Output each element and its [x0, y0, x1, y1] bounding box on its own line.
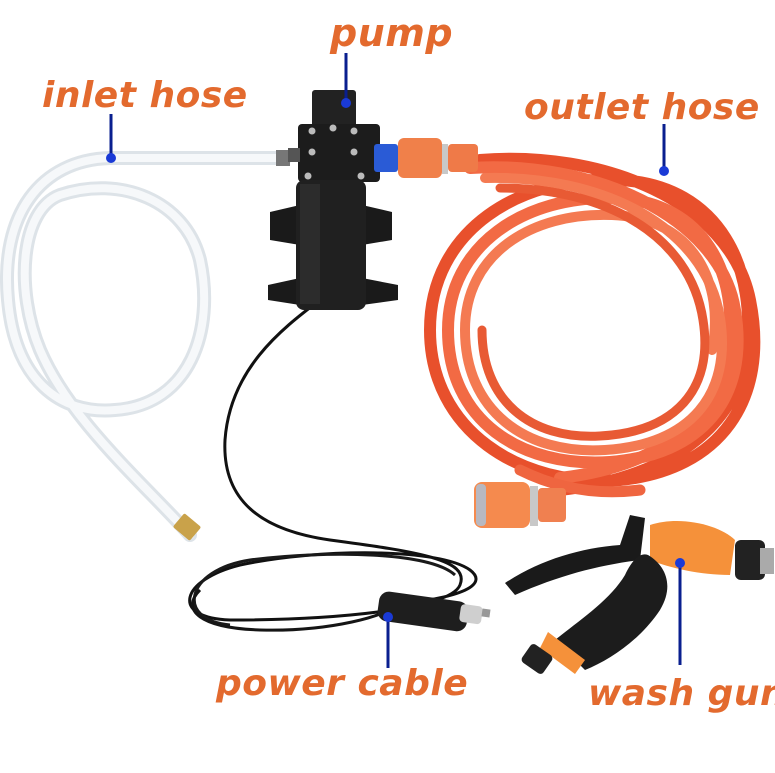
- label-pump: pump: [330, 11, 454, 55]
- car-plug: [377, 591, 491, 632]
- callouts: [106, 53, 685, 668]
- power-cable: [188, 298, 491, 632]
- pump-body: [268, 90, 398, 310]
- label-outlet-hose: outlet hose: [524, 87, 760, 128]
- label-inlet-hose: inlet hose: [42, 75, 248, 116]
- brass-fitting: [173, 513, 201, 541]
- label-wash-gun: wash gun: [588, 673, 775, 714]
- wash-gun: [505, 515, 774, 674]
- hose-end-connector: [474, 482, 566, 528]
- inlet-hose: [0, 150, 292, 542]
- label-power-cable: power cable: [216, 663, 469, 704]
- outlet-hose: [423, 152, 761, 498]
- pump-outlet-coupler: [374, 138, 478, 178]
